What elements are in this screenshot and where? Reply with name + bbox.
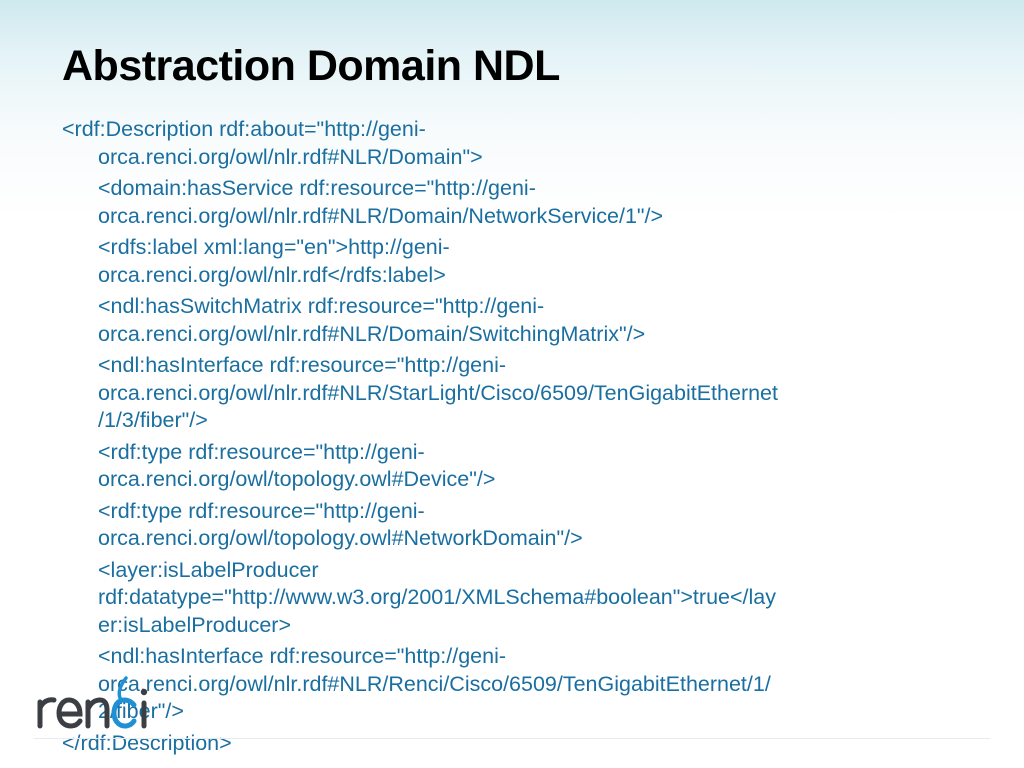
code-line: er:isLabelProducer> bbox=[98, 612, 292, 637]
code-line: <ndl:hasInterface rdf:resource="http://g… bbox=[98, 644, 507, 668]
footer-divider bbox=[34, 738, 990, 739]
code-line: orca.renci.org/owl/nlr.rdf</rdfs:label> bbox=[98, 262, 446, 287]
code-line: <rdf:Description rdf:about="http://geni- bbox=[62, 117, 426, 141]
code-item-child: <rdf:type rdf:resource="http://geni-orca… bbox=[62, 439, 962, 494]
code-line: <rdfs:label xml:lang="en">http://geni- bbox=[98, 235, 450, 259]
code-line: orca.renci.org/owl/topology.owl#NetworkD… bbox=[98, 526, 583, 550]
code-item-child: <rdfs:label xml:lang="en">http://geni-or… bbox=[62, 234, 962, 289]
code-line: 2/fiber"/> bbox=[98, 699, 184, 723]
code-line: <layer:isLabelProducer bbox=[98, 557, 319, 582]
code-item-child: <domain:hasService rdf:resource="http://… bbox=[62, 175, 962, 230]
code-item-root: </rdf:Description> bbox=[62, 730, 962, 758]
code-item-child: <layer:isLabelProducer rdf:datatype="http… bbox=[62, 557, 962, 640]
code-line: orca.renci.org/owl/nlr.rdf#NLR/Domain"> bbox=[98, 144, 483, 169]
code-line: <domain:hasService rdf:resource="http://… bbox=[98, 176, 536, 200]
code-line: </rdf:Description> bbox=[62, 730, 232, 755]
code-line: rdf:datatype="http://www.w3.org/2001/XML… bbox=[98, 585, 776, 609]
code-line: <ndl:hasInterface rdf:resource="http://g… bbox=[98, 353, 507, 377]
code-line: orca.renci.org/owl/nlr.rdf#NLR/Renci/Cis… bbox=[98, 671, 771, 696]
code-item-child: <ndl:hasSwitchMatrix rdf:resource="http:… bbox=[62, 293, 962, 348]
code-line: orca.renci.org/owl/nlr.rdf#NLR/Domain/Sw… bbox=[98, 321, 646, 346]
code-line: <ndl:hasSwitchMatrix rdf:resource="http:… bbox=[98, 294, 545, 318]
code-line: <rdf:type rdf:resource="http://geni- bbox=[98, 439, 425, 464]
renci-logo bbox=[34, 672, 164, 732]
code-line: orca.renci.org/owl/topology.owl#Device"/… bbox=[98, 467, 496, 491]
code-item-root: <rdf:Description rdf:about="http://geni-… bbox=[62, 116, 962, 171]
code-item-child: <ndl:hasInterface rdf:resource="http://g… bbox=[62, 643, 962, 726]
code-listing: <rdf:Description rdf:about="http://geni-… bbox=[62, 116, 962, 757]
slide-title: Abstraction Domain NDL bbox=[62, 42, 560, 90]
code-line: orca.renci.org/owl/nlr.rdf#NLR/StarLight… bbox=[98, 380, 778, 405]
code-line: orca.renci.org/owl/nlr.rdf#NLR/Domain/Ne… bbox=[98, 203, 664, 228]
code-item-child: <ndl:hasInterface rdf:resource="http://g… bbox=[62, 352, 962, 435]
code-item-child: <rdf:type rdf:resource="http://geni-orca… bbox=[62, 498, 962, 553]
code-line: <rdf:type rdf:resource="http://geni- bbox=[98, 498, 425, 523]
code-line: /1/3/fiber"/> bbox=[98, 408, 208, 432]
renci-logo-graphic bbox=[37, 676, 148, 729]
